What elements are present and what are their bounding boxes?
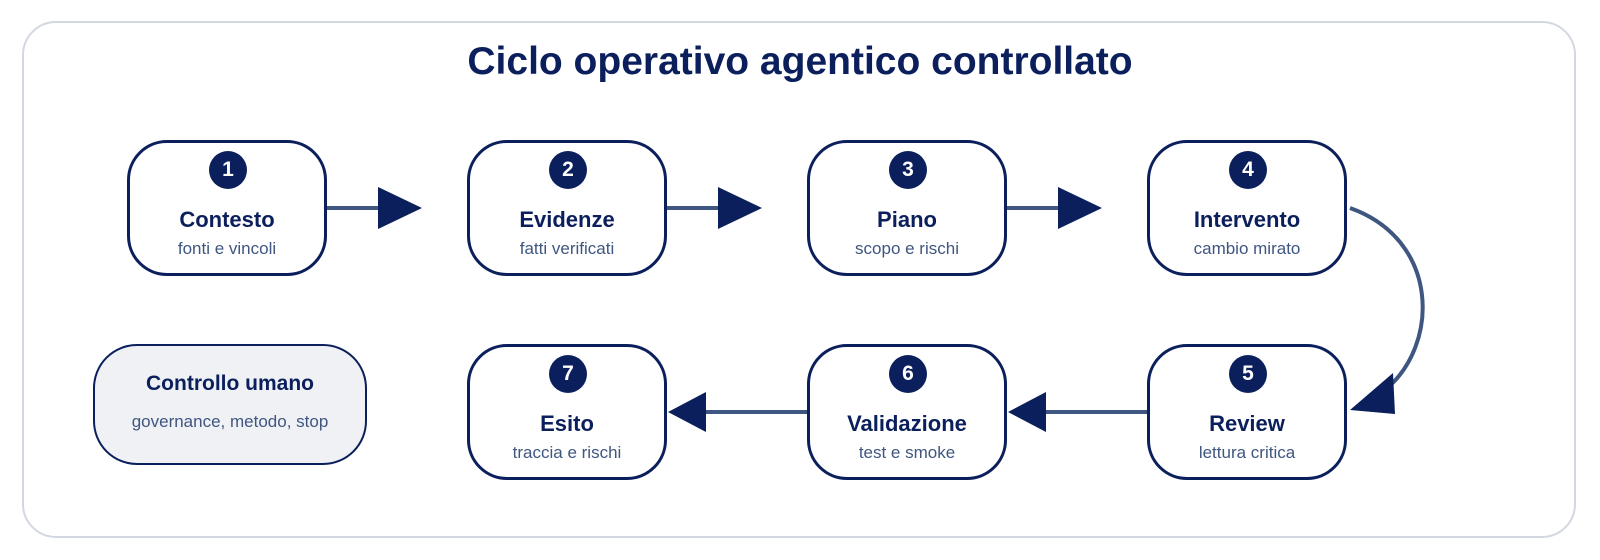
connector-2-3 xyxy=(667,187,762,229)
step-label: Review xyxy=(1209,411,1285,436)
step-intervento: 4 Intervento cambio mirato xyxy=(1147,140,1347,276)
step-esito: 7 Esito traccia e rischi xyxy=(467,344,667,480)
diagram-title: Ciclo operativo agentico controllato xyxy=(467,40,1133,83)
human-control-label: Controllo umano xyxy=(146,372,314,395)
step-label: Contesto xyxy=(179,207,275,232)
step-number-badge: 1 xyxy=(209,151,247,189)
step-contesto: 1 Contesto fonti e vincoli xyxy=(127,140,327,276)
step-subtitle: cambio mirato xyxy=(1193,239,1301,258)
connector-6-7 xyxy=(668,392,808,432)
human-control-subtitle: governance, metodo, stop xyxy=(131,412,329,431)
connector-3-4 xyxy=(1007,187,1102,229)
step-label: Evidenze xyxy=(519,207,615,232)
step-subtitle: traccia e rischi xyxy=(512,443,622,462)
human-control-box: Controllo umano governance, metodo, stop xyxy=(93,344,367,465)
step-number-badge: 6 xyxy=(889,355,927,393)
step-review: 5 Review lettura critica xyxy=(1147,344,1347,480)
step-number-badge: 2 xyxy=(549,151,587,189)
step-piano: 3 Piano scopo e rischi xyxy=(807,140,1007,276)
step-evidenze: 2 Evidenze fatti verificati xyxy=(467,140,667,276)
step-label: Intervento xyxy=(1193,207,1301,232)
step-number-badge: 4 xyxy=(1229,151,1267,189)
step-subtitle: fatti verificati xyxy=(519,239,615,258)
connector-5-6 xyxy=(1008,392,1148,432)
connector-4-5 xyxy=(1349,206,1425,414)
step-subtitle: test e smoke xyxy=(858,443,956,462)
step-label: Piano xyxy=(877,207,937,232)
connector-1-2 xyxy=(327,187,422,229)
step-subtitle: scopo e rischi xyxy=(855,239,959,258)
step-number-badge: 3 xyxy=(889,151,927,189)
step-number-badge: 5 xyxy=(1229,355,1267,393)
step-label: Esito xyxy=(540,411,594,436)
step-label: Validazione xyxy=(847,411,967,436)
step-subtitle: fonti e vincoli xyxy=(177,239,277,258)
step-subtitle: lettura critica xyxy=(1198,443,1296,462)
step-validazione: 6 Validazione test e smoke xyxy=(807,344,1007,480)
step-number-badge: 7 xyxy=(549,355,587,393)
